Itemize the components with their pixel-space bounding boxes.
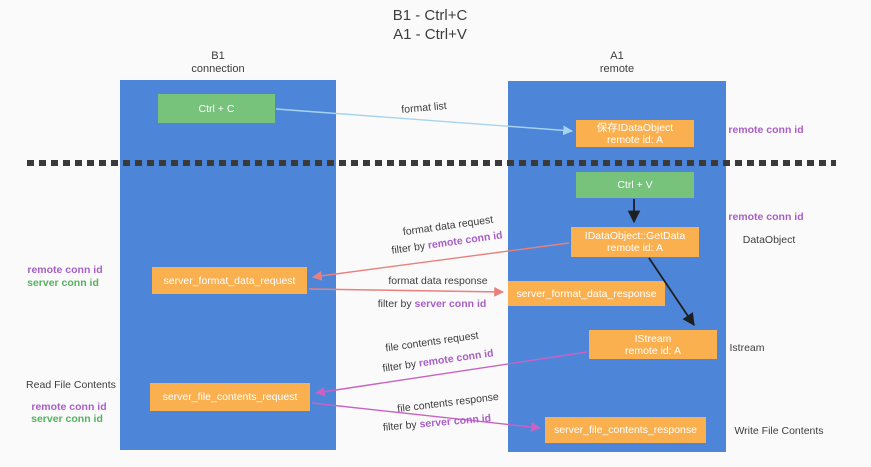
read-file-contents-label: Read File Contents xyxy=(26,379,116,391)
server-format-data-request-node: server_format_data_request xyxy=(152,267,307,294)
label-part: remote conn id xyxy=(728,211,804,223)
node-label-line: server_file_contents_response xyxy=(553,424,697,436)
node-label-line: IDataObject::GetData xyxy=(584,230,686,242)
format-list-label: format list xyxy=(401,100,447,116)
file-contents-response-label: file contents response xyxy=(397,391,500,415)
lane-a1-name: A1 xyxy=(610,50,624,62)
lane-a1-role: remote xyxy=(599,63,635,75)
session-divider-dashed-line xyxy=(27,160,836,166)
dataobject-label: DataObject xyxy=(743,234,796,246)
node-label-line: remote id: A xyxy=(624,344,682,357)
title-line-1: B1 - Ctrl+C xyxy=(392,7,468,24)
label-part: format list xyxy=(400,100,448,116)
label-part: file contents response xyxy=(396,390,500,416)
node-label-line: Ctrl + C xyxy=(198,102,235,115)
node-label-line: server_format_data_response xyxy=(516,287,657,300)
label-part: remote conn id xyxy=(31,401,107,413)
ctrl-v-node: Ctrl + V xyxy=(576,172,694,198)
node-label-line: Ctrl + V xyxy=(617,179,653,191)
lane-b1-role: connection xyxy=(191,63,245,75)
node-label-line: IStream xyxy=(634,332,672,345)
label-part: remote conn id xyxy=(728,124,804,136)
filter-by-server-conn-id-2: filter by server conn id xyxy=(382,412,491,433)
label-part: Write File Contents xyxy=(734,425,824,437)
label-part: server conn id xyxy=(27,277,99,289)
node-label-line: server_file_contents_request xyxy=(162,391,298,403)
node-label-line: remote id: A xyxy=(606,242,664,254)
label-part: filter by xyxy=(377,298,415,310)
istream-label: Istream xyxy=(729,342,764,354)
label-part: server conn id xyxy=(414,298,487,310)
label-part: server conn id xyxy=(31,413,103,425)
server-file-contents-request-node: server_file_contents_request xyxy=(150,383,310,411)
node-label-line: server_format_data_request xyxy=(163,274,296,287)
label-part: DataObject xyxy=(742,234,796,246)
label-part: remote conn id xyxy=(27,264,103,276)
lane-b1-name: B1 xyxy=(211,50,225,62)
lane-header-a1: A1 remote xyxy=(600,50,634,76)
format-request-to-response-arrow xyxy=(308,286,504,297)
format-data-response-label: format data response xyxy=(388,275,487,287)
lane-header-b1: B1 connection xyxy=(191,50,244,76)
filter-by-server-conn-id-1: filter by server conn id xyxy=(378,298,487,310)
label-part: remote conn id xyxy=(418,347,495,370)
label-part: format data response xyxy=(388,275,488,287)
label-part: Read File Contents xyxy=(26,379,116,391)
ctrl-c-node: Ctrl + C xyxy=(158,94,275,123)
remote-conn-id-right-2: remote conn id xyxy=(728,211,803,223)
diagram-title: B1 - Ctrl+C A1 - Ctrl+V xyxy=(393,6,468,44)
remote-conn-id-right-1: remote conn id xyxy=(728,124,803,136)
write-file-contents-label: Write File Contents xyxy=(734,425,823,437)
label-part: filter by xyxy=(381,357,420,375)
server-file-contents-response-node: server_file_contents_response xyxy=(545,417,706,443)
remote-conn-id-left-1: remote conn id xyxy=(27,264,102,276)
server-conn-id-left-1: server conn id xyxy=(27,277,99,289)
label-part: Istream xyxy=(729,342,765,354)
title-line-2: A1 - Ctrl+V xyxy=(393,26,467,43)
node-label-line: remote id: A xyxy=(606,133,664,146)
server-conn-id-left-2: server conn id xyxy=(31,413,103,425)
remote-conn-id-left-2: remote conn id xyxy=(31,401,106,413)
label-part: filter by xyxy=(390,239,429,257)
node-label-line: 保存IDataObject xyxy=(596,121,674,134)
server-format-data-response-node: server_format_data_response xyxy=(508,281,665,306)
label-part: server conn id xyxy=(419,412,492,431)
label-part: filter by xyxy=(382,418,421,434)
